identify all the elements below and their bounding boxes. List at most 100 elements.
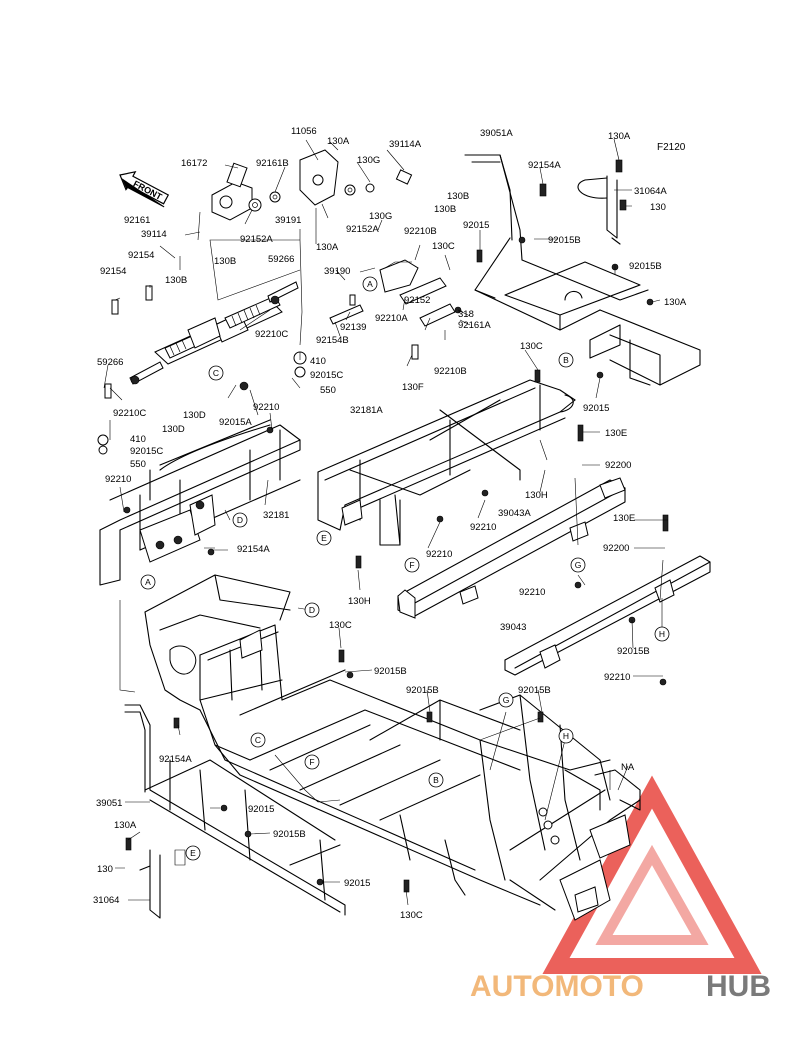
part-label: 130F <box>402 382 424 393</box>
part-label: 31064 <box>93 895 119 906</box>
callout-e-lower: E <box>185 845 201 861</box>
part-label: 92015 <box>248 804 274 815</box>
part-label: 92154A <box>159 754 192 765</box>
callout-c-upper: C <box>208 365 224 381</box>
part-label: 39191 <box>275 215 301 226</box>
cross-member-39043a <box>397 477 626 619</box>
svg-text:G: G <box>575 560 582 570</box>
part-label: 130A <box>608 131 631 142</box>
part-label: 92200 <box>603 543 629 554</box>
part-label: 130A <box>114 820 137 831</box>
svg-text:E: E <box>190 848 196 858</box>
callout-f-upper: F <box>404 557 420 573</box>
part-label: 130A <box>664 297 687 308</box>
part-label: 92015B <box>374 666 407 677</box>
callout-d-lower: D <box>304 602 320 618</box>
part-label: 130H <box>525 490 548 501</box>
part-label: 130 <box>650 202 666 213</box>
part-label: 92210B <box>434 366 467 377</box>
svg-text:B: B <box>433 775 439 785</box>
part-label: 39043 <box>500 622 526 633</box>
part-label: 92015B <box>518 685 551 696</box>
svg-text:H: H <box>563 731 569 741</box>
callout-d-upper: D <box>232 512 248 528</box>
part-label: 92210 <box>105 474 131 485</box>
main-frame <box>144 574 641 921</box>
part-label: 92152A <box>240 234 273 245</box>
part-label: 92015B <box>273 829 306 840</box>
watermark-part2: HUB <box>706 970 771 1003</box>
part-label: 92015B <box>406 685 439 696</box>
part-label: 92161 <box>124 215 150 226</box>
part-label: 92154 <box>128 250 154 261</box>
part-label: 92154A <box>237 544 270 555</box>
part-label: 92015A <box>219 417 252 428</box>
part-label: 92015B <box>548 235 581 246</box>
part-label: 130C <box>329 620 352 631</box>
part-label: 92015B <box>629 261 662 272</box>
callout-a-upper: A <box>362 276 378 292</box>
part-label: 130G <box>369 211 392 222</box>
part-label: 130C <box>400 910 423 921</box>
part-label: 39051A <box>480 128 513 139</box>
part-label: 550 <box>130 459 146 470</box>
part-label: 92210 <box>519 587 545 598</box>
fasteners <box>123 159 669 893</box>
svg-text:F: F <box>409 560 414 570</box>
part-label: 92152 <box>404 295 430 306</box>
part-label: 92210B <box>404 226 437 237</box>
svg-text:B: B <box>563 355 569 365</box>
part-label: 130D <box>162 424 185 435</box>
part-label: 92210 <box>470 522 496 533</box>
part-label: 31064A <box>634 186 667 197</box>
part-label: 318 <box>458 309 474 320</box>
callout-h-lower: H <box>558 728 574 744</box>
part-label: 130B <box>165 275 187 286</box>
part-label: 39190 <box>324 266 350 277</box>
part-label: 92210A <box>375 313 408 324</box>
part-label: 130B <box>214 256 236 267</box>
svg-text:C: C <box>255 735 261 745</box>
part-label: 92015B <box>617 646 650 657</box>
callout-f-lower: F <box>304 754 320 770</box>
part-label: 92154B <box>316 335 349 346</box>
part-label: 130B <box>434 204 456 215</box>
part-label: 92139 <box>340 322 366 333</box>
part-label: 92154 <box>100 266 126 277</box>
part-label: 92161B <box>256 158 289 169</box>
svg-text:A: A <box>145 577 151 587</box>
watermark-text: AUTOMOTO HUB <box>470 970 771 1003</box>
callout-b-lower: B <box>428 772 444 788</box>
part-label: 92015 <box>583 403 609 414</box>
part-label: 92210C <box>255 329 288 340</box>
part-label: 92152A <box>346 224 379 235</box>
steering-gear-assembly <box>97 149 462 455</box>
callout-g-upper: G <box>570 557 586 573</box>
part-label: 92015 <box>344 878 370 889</box>
part-label: 130 <box>97 864 113 875</box>
part-label: 92015C <box>310 370 343 381</box>
part-label: 32181 <box>263 510 289 521</box>
part-label: 130E <box>613 513 635 524</box>
part-label: 92210C <box>113 408 146 419</box>
front-subframe <box>99 419 301 586</box>
callout-b-upper: B <box>558 352 574 368</box>
callout-h-upper: H <box>654 626 670 642</box>
callout-e-upper: E <box>316 530 332 546</box>
part-label: 92161A <box>458 320 491 331</box>
part-label: 92200 <box>605 460 631 471</box>
callout-g-lower: G <box>498 692 514 708</box>
cargo-frame <box>317 379 576 546</box>
part-label: 92210 <box>253 402 279 413</box>
part-label: 130B <box>447 191 469 202</box>
reference-callouts: A B C D E F G H A D C F B G H E <box>140 276 670 861</box>
svg-text:D: D <box>237 515 243 525</box>
front-bumper <box>124 704 346 919</box>
part-label: 130C <box>520 341 543 352</box>
svg-text:A: A <box>367 279 373 289</box>
part-label: 39051 <box>96 798 122 809</box>
part-label: 92154A <box>528 160 561 171</box>
part-label: 16172 <box>181 158 207 169</box>
part-label: 130C <box>432 241 455 252</box>
